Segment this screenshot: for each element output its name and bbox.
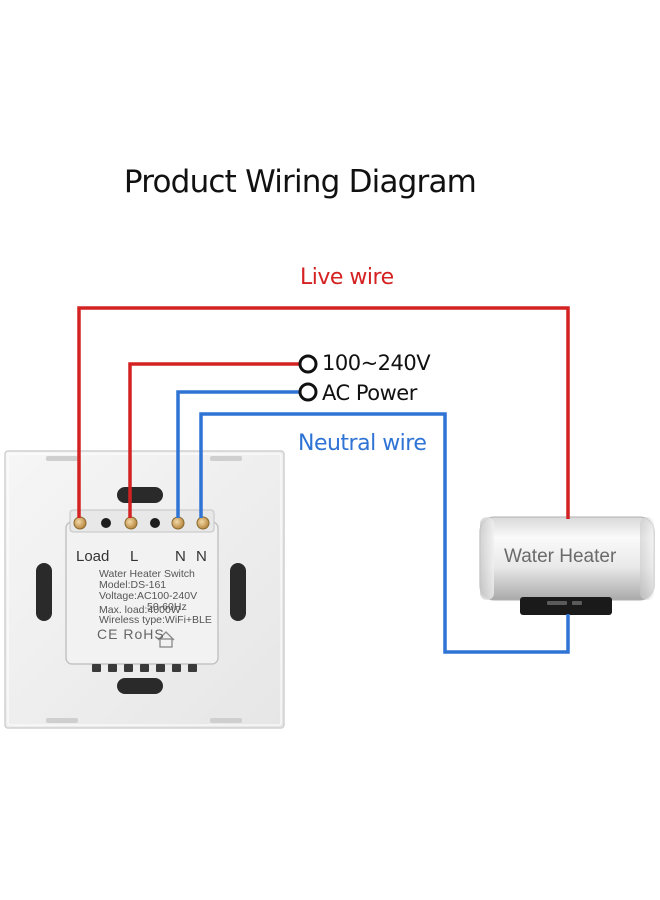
neutral-wire-loop: [199, 412, 570, 654]
spec-wireless: Wireless type:WiFi+BLE: [99, 614, 212, 626]
spec-model: Model:DS-161: [99, 579, 167, 591]
spec-frequency: 50-60Hz: [147, 601, 187, 613]
neutral-wire-label: Neutral wire: [298, 431, 427, 456]
screw-blank-1: [101, 518, 111, 528]
screw-blank-2: [150, 518, 160, 528]
spec-voltage: Voltage:AC100-240V: [99, 590, 198, 602]
terminal-label-live: L: [130, 548, 139, 565]
terminal-label-load: Load: [76, 548, 110, 565]
screw-live: [124, 516, 138, 530]
heater-display: [520, 597, 612, 615]
water-heater: [479, 516, 655, 615]
live-wire-label: Live wire: [300, 265, 394, 290]
power-type-label: AC Power: [322, 381, 417, 405]
spec-name: Water Heater Switch: [99, 568, 195, 580]
neutral-wire-power: [176, 390, 300, 518]
neutral-wires: [176, 390, 570, 654]
live-wire-loop: [77, 306, 570, 519]
terminal-label-neutral-2: N: [196, 548, 207, 565]
power-voltage-label: 100~240V: [322, 351, 431, 375]
water-heater-label: Water Heater: [504, 546, 617, 567]
page-title: Product Wiring Diagram: [123, 164, 477, 200]
power-terminal-live: [298, 354, 318, 374]
power-terminal-neutral: [298, 382, 318, 402]
live-wires: [77, 306, 570, 519]
terminal-label-neutral-1: N: [175, 548, 186, 565]
screw-neutral-2: [196, 516, 210, 530]
certification-marks: CE RoHS: [97, 626, 165, 642]
screw-load: [73, 516, 87, 530]
disposal-house-icon: [157, 631, 175, 648]
screw-neutral-1: [171, 516, 185, 530]
live-wire-power: [128, 362, 300, 518]
spec-max-load: Max. load:4000W: [99, 604, 181, 616]
